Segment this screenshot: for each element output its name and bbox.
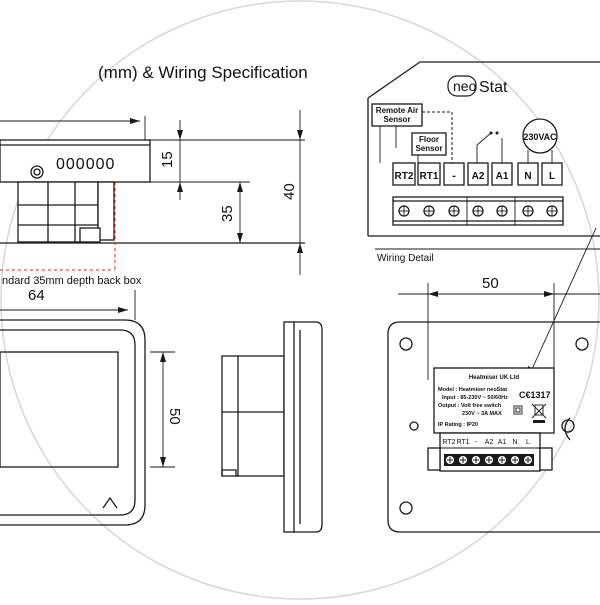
back-terminal-label: RT1 — [456, 439, 469, 446]
terminal-box — [443, 162, 465, 186]
terminal-box — [467, 162, 489, 186]
label-company: Heatmiser UK Ltd — [469, 375, 520, 381]
wiring-diagram: neo Stat Remote Air Sensor Floor Sensor … — [367, 61, 600, 379]
terminal-box — [392, 162, 416, 186]
screw — [448, 205, 460, 217]
terminal-label: N — [524, 171, 531, 182]
brand-stat: Stat — [479, 79, 508, 96]
brand-neo: neo — [453, 78, 477, 94]
leader-line — [527, 227, 597, 379]
remote-air-sensor-box — [371, 103, 423, 127]
back-terminal-label: RT2 — [442, 439, 455, 446]
back-terminal-label: - — [475, 439, 478, 446]
side-profile-view: 000000 15 35 40 ndard 35mm dept — [0, 110, 305, 287]
screw — [546, 205, 558, 217]
remote-air-label-2: Sensor — [383, 115, 410, 124]
back-terminal-label: L — [526, 439, 530, 446]
screw — [522, 205, 534, 217]
floor-label-1: Floor — [419, 135, 439, 144]
supply-circle — [522, 118, 558, 154]
label-model: Model : Heatmiser neoStat — [438, 387, 507, 393]
back-terminal-label: N — [512, 439, 517, 446]
dimension-64: 64 — [28, 287, 45, 304]
dimension-15: 15 — [159, 151, 176, 168]
terminal-box — [541, 162, 563, 186]
back-terminal-label: A2 — [485, 439, 494, 446]
back-plate — [387, 321, 600, 533]
screw — [398, 205, 410, 217]
dimension-40: 40 — [281, 183, 298, 200]
dimension-50-back: 50 — [482, 275, 499, 292]
terminal-label: - — [452, 170, 456, 182]
front-screen — [0, 351, 119, 468]
terminal-label: L — [549, 171, 555, 182]
remote-air-label-1: Remote Air — [376, 106, 418, 115]
label-input: Input : 85-230V ~ 50/60Hz — [442, 395, 508, 401]
floor-label-2: Sensor — [415, 144, 442, 153]
mounting-hole — [575, 337, 589, 351]
mounting-hole — [409, 421, 419, 431]
terminal-label: RT2 — [395, 171, 414, 182]
label-output: Output : Volt free switch — [438, 403, 502, 409]
wiring-detail-label: Wiring Detail — [377, 253, 434, 264]
back-box-note: ndard 35mm depth back box — [2, 275, 142, 287]
front-view: 64 50 — [0, 287, 183, 526]
side-module — [221, 355, 285, 477]
terminal-box — [417, 162, 441, 186]
terminal-label: RT1 — [420, 171, 439, 182]
back-terminal-label: A1 — [498, 439, 507, 446]
label-output-2: 230V ~ 3A MAX — [462, 411, 502, 417]
terminal-row: RT2 RT1 - A2 A1 N L — [392, 162, 563, 186]
mounting-hole — [399, 501, 413, 515]
floor-sensor-box — [411, 132, 447, 156]
mounting-hole — [399, 337, 413, 351]
up-arrow-icon — [102, 496, 118, 509]
ce-mark: C€1317 — [519, 390, 551, 400]
back-view: 50 Heatmiser UK Ltd Model : Heatmiser ne… — [387, 275, 600, 533]
side-view — [221, 321, 323, 533]
back-terminal-screws — [444, 454, 534, 466]
display-digits: 000000 — [56, 156, 115, 173]
terminal-label: A1 — [496, 171, 509, 182]
dimension-35: 35 — [219, 205, 236, 222]
dimension-50-front: 50 — [166, 408, 183, 425]
back-terminal-labels: RT2 RT1 - A2 A1 N L — [442, 439, 530, 446]
terminal-box — [491, 162, 513, 186]
terminal-box — [517, 162, 539, 186]
brand-logo-pill — [447, 75, 477, 97]
screw — [423, 205, 435, 217]
page-title: (mm) & Wiring Specification — [98, 63, 308, 82]
supply-label: 230VAC — [523, 132, 557, 142]
screw-terminal-block — [392, 196, 564, 226]
double-insulation-icon — [513, 405, 523, 415]
weee-bin-icon — [531, 403, 547, 423]
screw — [496, 205, 508, 217]
front-outer-frame — [0, 319, 146, 526]
label-ip: IP Rating : IP20 — [438, 422, 478, 428]
screw — [472, 205, 484, 217]
terminal-label: A2 — [472, 171, 485, 182]
